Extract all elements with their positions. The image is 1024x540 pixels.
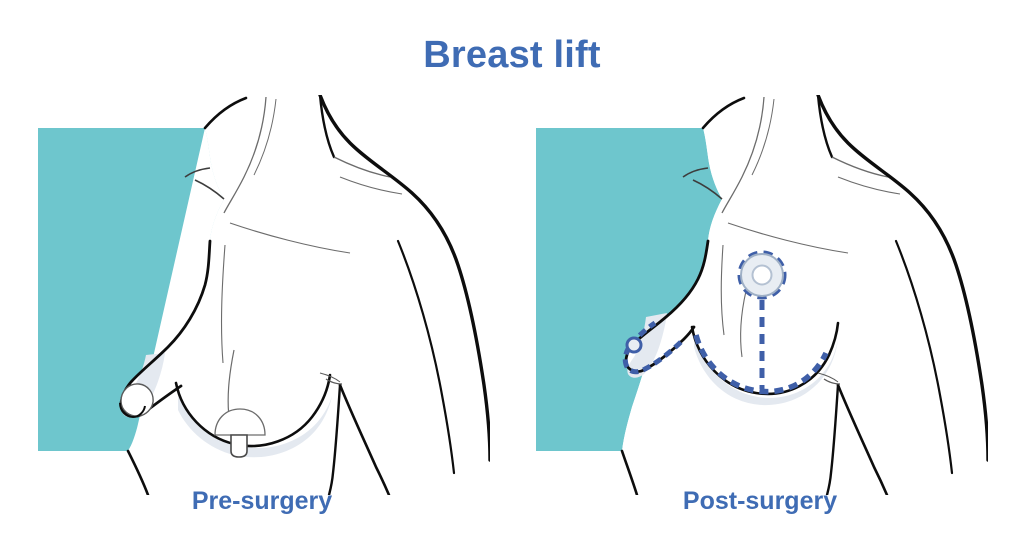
incision-dashed-profile-fold bbox=[622, 337, 686, 375]
clavicle-left bbox=[194, 179, 225, 200]
torso-side-line-2 bbox=[825, 383, 840, 495]
chest-crease-line bbox=[229, 222, 351, 254]
clavicle-right-lower bbox=[339, 176, 403, 195]
upper-body-fill bbox=[121, 95, 490, 495]
torso-side-line bbox=[338, 383, 391, 495]
figure-post-surgery bbox=[538, 95, 988, 495]
neck-muscle-line bbox=[721, 96, 765, 214]
arm-outline-right bbox=[318, 95, 490, 462]
clavicle-left-lower bbox=[184, 167, 211, 178]
neck-muscle-line-2 bbox=[253, 98, 277, 176]
caption-pre-surgery: Pre-surgery bbox=[191, 487, 333, 515]
clavicle-left-lower bbox=[682, 167, 709, 178]
neck-left-line bbox=[701, 96, 746, 130]
breast-fold-line-right bbox=[740, 290, 747, 358]
arm-inner-line bbox=[894, 239, 954, 475]
nipple-marker-profile bbox=[625, 336, 643, 354]
armpit-crease bbox=[823, 378, 841, 385]
arm-inner-line bbox=[396, 239, 456, 475]
neck-muscle-line bbox=[223, 96, 267, 214]
abdomen-left-line bbox=[620, 449, 639, 495]
breast-shadow-left bbox=[627, 313, 667, 378]
incision-markings-profile bbox=[622, 320, 686, 375]
torso-side-line-2 bbox=[327, 383, 342, 495]
clavicle-right bbox=[831, 156, 889, 178]
nipple-marker bbox=[751, 264, 773, 286]
caption-post-surgery: Post-surgery bbox=[682, 487, 838, 515]
breast-shadow-right bbox=[694, 333, 838, 406]
panel-pre-surgery bbox=[38, 95, 490, 495]
nipple-front-right bbox=[214, 408, 266, 458]
clavicle-left bbox=[692, 179, 723, 200]
clavicle-right-lower bbox=[837, 176, 901, 195]
breast-shadow-right bbox=[178, 395, 332, 458]
figure-pre-surgery bbox=[40, 95, 490, 495]
teal-background-block bbox=[536, 128, 722, 451]
incision-markings-front bbox=[693, 250, 829, 395]
arm-outline-right bbox=[816, 95, 988, 462]
teal-background-block bbox=[38, 128, 224, 451]
abdomen-left-line bbox=[126, 449, 150, 495]
clavicle-right bbox=[333, 156, 391, 178]
sternum-line bbox=[220, 244, 226, 364]
chest-crease-line bbox=[727, 222, 849, 254]
neck-muscle-line-2 bbox=[751, 98, 775, 176]
sternum-line bbox=[720, 244, 725, 336]
page-title: Breast lift bbox=[423, 34, 601, 76]
armpit-crease-2 bbox=[319, 372, 341, 383]
neck-left-line bbox=[203, 96, 248, 130]
breast-outline-right bbox=[174, 373, 332, 448]
nipple-profile-left bbox=[119, 383, 154, 419]
armpit-crease bbox=[325, 378, 343, 385]
torso-side-line bbox=[836, 383, 889, 495]
panel-post-surgery bbox=[536, 95, 988, 495]
armpit-crease-2 bbox=[817, 372, 839, 383]
